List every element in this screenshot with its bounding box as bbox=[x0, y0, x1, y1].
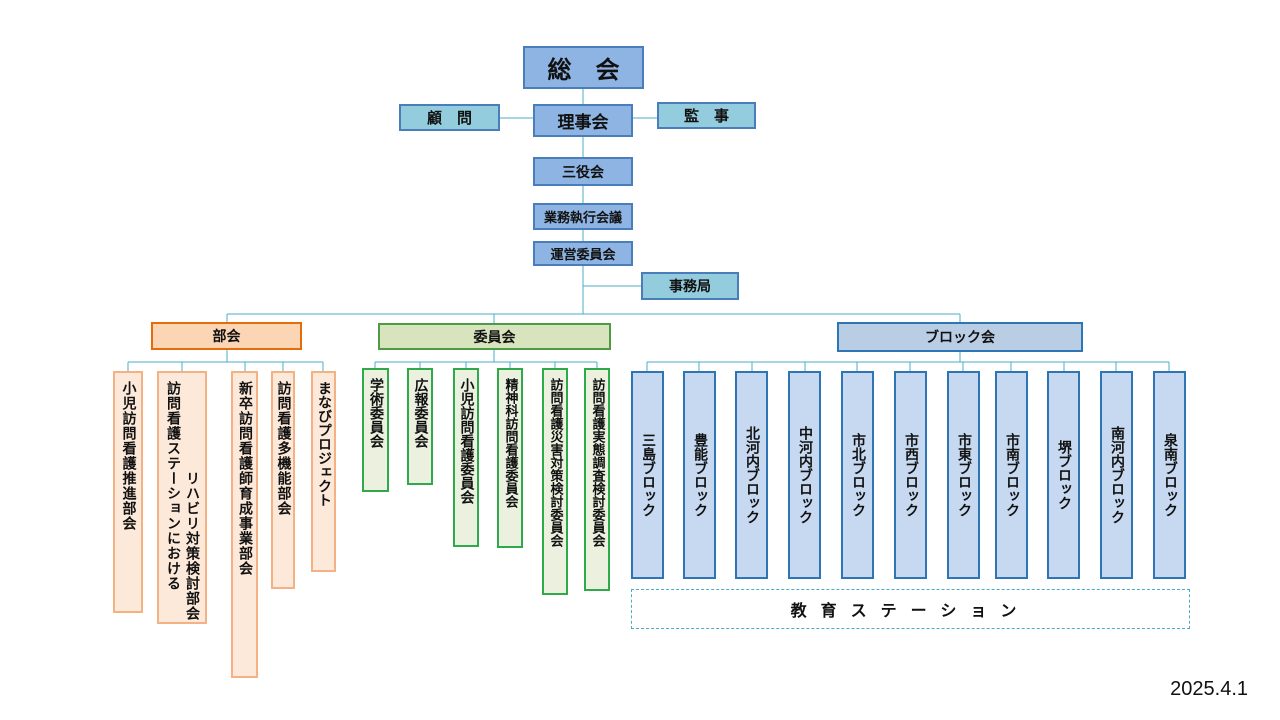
block-item-label: 市東ブロック bbox=[956, 433, 972, 517]
block-item-label: 市北ブロック bbox=[850, 433, 866, 517]
node-gyoumu-label: 業務執行会議 bbox=[543, 211, 622, 226]
block-item-label: 豊能ブロック bbox=[692, 433, 708, 517]
node-soukai: 総 会 bbox=[523, 46, 644, 89]
block-item-shihoku: 市北ブロック bbox=[841, 371, 874, 579]
iinkai-item-label: 小児訪問看護委員会 bbox=[458, 378, 475, 504]
block-item-label: 市西ブロック bbox=[903, 433, 919, 517]
iinkai-item-jittai: 訪問看護実態調査検討委員会 bbox=[584, 368, 610, 591]
block-item-shisei: 市西ブロック bbox=[894, 371, 927, 579]
block-item-label: 南河内ブロック bbox=[1109, 426, 1125, 524]
bukai-item-shouni: 小児訪問看護推進部会 bbox=[113, 371, 143, 613]
group-bukai-header: 部会 bbox=[151, 322, 302, 350]
bukai-item-takinou: 訪問看護多機能部会 bbox=[271, 371, 295, 589]
node-jimukyoku: 事務局 bbox=[641, 272, 739, 300]
node-kanji: 監 事 bbox=[657, 102, 756, 129]
node-rijikai-label: 理事会 bbox=[557, 113, 609, 133]
node-jimukyoku-label: 事務局 bbox=[669, 279, 711, 295]
group-bukai-label: 部会 bbox=[212, 329, 241, 345]
block-item-label: 堺ブロック bbox=[1056, 440, 1072, 510]
block-item-label: 泉南ブロック bbox=[1162, 433, 1178, 517]
education-station-box: 教育ステーション bbox=[631, 589, 1190, 629]
block-item-label: 三島ブロック bbox=[640, 433, 656, 517]
bukai-item-rehabili: 訪問看護ステーションにおける リハビリ対策検討部会 bbox=[157, 371, 207, 624]
block-item-nakakawachi: 中河内ブロック bbox=[788, 371, 821, 579]
block-item-label: 北河内ブロック bbox=[744, 426, 760, 524]
block-item-sakai: 堺ブロック bbox=[1047, 371, 1080, 579]
block-item-sennan: 泉南ブロック bbox=[1153, 371, 1186, 579]
iinkai-item-label: 訪問看護災害対策検討委員会 bbox=[547, 378, 563, 547]
block-item-kitakawachi: 北河内ブロック bbox=[735, 371, 768, 579]
education-station-label: 教育ステーション bbox=[790, 601, 1031, 620]
block-item-label: 中河内ブロック bbox=[797, 426, 813, 524]
bukai-item-label: まなびプロジェクト bbox=[316, 381, 332, 507]
node-unei-iinkai: 運営委員会 bbox=[533, 241, 633, 266]
node-gyoumu-shikkou-kaigi: 業務執行会議 bbox=[533, 203, 633, 230]
bukai-item-shinsotsu: 新卒訪問看護師育成事業部会 bbox=[231, 371, 258, 678]
block-item-shitou: 市東ブロック bbox=[947, 371, 980, 579]
iinkai-item-seishinka: 精神科訪問看護委員会 bbox=[497, 368, 523, 548]
block-item-label: 市南ブロック bbox=[1004, 433, 1020, 517]
node-kanji-label: 監 事 bbox=[683, 107, 729, 125]
block-item-shinan: 市南ブロック bbox=[995, 371, 1028, 579]
bukai-item-label: 訪問看護ステーションにおける bbox=[165, 381, 181, 591]
iinkai-item-shouni: 小児訪問看護委員会 bbox=[453, 368, 479, 547]
node-sanyakukai-label: 三役会 bbox=[562, 164, 604, 181]
iinkai-item-label: 学術委員会 bbox=[368, 378, 384, 448]
group-iinkai-label: 委員会 bbox=[473, 329, 516, 346]
block-item-minamikawachi: 南河内ブロック bbox=[1100, 371, 1133, 579]
block-item-mishima: 三島ブロック bbox=[631, 371, 664, 579]
bukai-item-label: 小児訪問看護推進部会 bbox=[120, 381, 137, 531]
group-iinkai-header: 委員会 bbox=[378, 323, 611, 350]
bukai-item-label: 新卒訪問看護師育成事業部会 bbox=[237, 381, 253, 576]
iinkai-item-label: 訪問看護実態調査検討委員会 bbox=[589, 378, 605, 547]
node-rijikai: 理事会 bbox=[533, 104, 633, 137]
group-block-header: ブロック会 bbox=[837, 322, 1083, 352]
block-item-toyono: 豊能ブロック bbox=[683, 371, 716, 579]
group-block-label: ブロック会 bbox=[925, 330, 995, 346]
node-soukai-label: 総 会 bbox=[547, 56, 620, 84]
revision-date: 2025.4.1 bbox=[1170, 678, 1248, 700]
iinkai-item-label: 広報委員会 bbox=[412, 378, 429, 448]
node-komon: 顧 問 bbox=[399, 104, 500, 131]
iinkai-item-label: 精神科訪問看護委員会 bbox=[502, 378, 518, 508]
iinkai-item-gakujutsu: 学術委員会 bbox=[362, 368, 389, 492]
iinkai-item-saigai: 訪問看護災害対策検討委員会 bbox=[542, 368, 568, 595]
node-komon-label: 顧 問 bbox=[426, 109, 472, 127]
bukai-item-label: 訪問看護多機能部会 bbox=[275, 381, 292, 516]
bukai-item-label-line2: リハビリ対策検討部会 bbox=[184, 471, 200, 621]
node-unei-label: 運営委員会 bbox=[550, 248, 616, 263]
iinkai-item-kouhou: 広報委員会 bbox=[407, 368, 433, 485]
bukai-item-manabi: まなびプロジェクト bbox=[311, 371, 336, 572]
node-sanyakukai: 三役会 bbox=[533, 157, 633, 186]
